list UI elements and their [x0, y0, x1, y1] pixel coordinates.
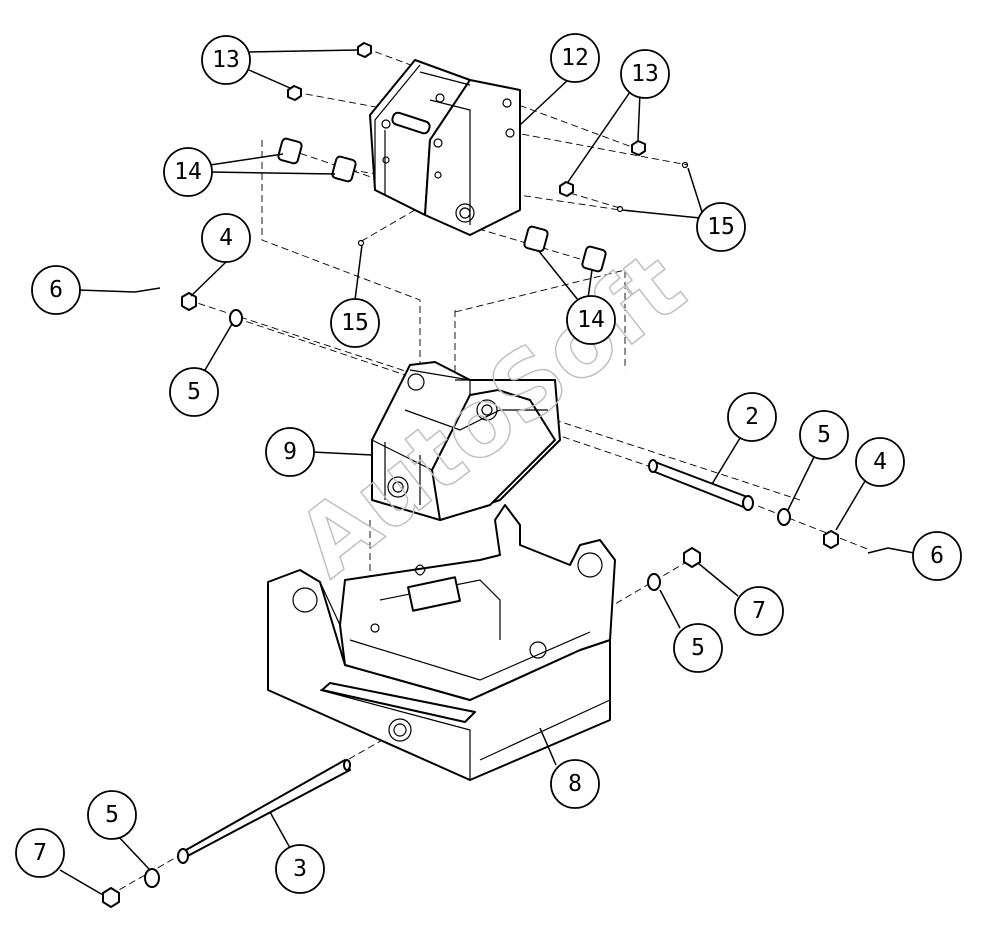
callout-3: 3	[275, 844, 325, 894]
svg-text:4: 4	[219, 225, 233, 251]
svg-text:9: 9	[283, 439, 297, 465]
callout-7a: 7	[734, 586, 784, 636]
callout-14b: 14	[566, 295, 616, 345]
callout-6b: 6	[912, 531, 962, 581]
svg-text:5: 5	[691, 635, 705, 661]
pivot-pins	[177, 459, 754, 864]
svg-text:6: 6	[930, 543, 944, 569]
svg-text:7: 7	[752, 598, 766, 624]
callout-5b: 5	[799, 410, 849, 460]
svg-text:14: 14	[577, 307, 605, 333]
callout-7b: 7	[15, 828, 65, 878]
callout-14a: 14	[163, 147, 213, 197]
callout-5a: 5	[169, 367, 219, 417]
svg-text:5: 5	[817, 422, 831, 448]
upper-mount-bracket	[369, 59, 521, 236]
svg-text:14: 14	[174, 159, 202, 185]
svg-text:7: 7	[33, 840, 47, 866]
svg-text:6: 6	[49, 277, 63, 303]
watermark-text: AutoSoft	[278, 231, 704, 597]
callout-13b: 13	[620, 49, 670, 99]
svg-text:15: 15	[707, 214, 735, 240]
callout-5c: 5	[673, 623, 723, 673]
middle-swivel-bracket	[371, 361, 561, 521]
svg-text:5: 5	[105, 802, 119, 828]
leader-lines	[59, 49, 915, 896]
callout-13a: 13	[201, 35, 251, 85]
base-frame	[267, 504, 616, 781]
callout-12: 12	[550, 33, 600, 83]
svg-text:13: 13	[631, 61, 659, 87]
callout-9: 9	[265, 427, 315, 477]
callout-4a: 4	[201, 213, 251, 263]
svg-text:12: 12	[561, 45, 589, 71]
svg-text:13: 13	[212, 47, 240, 73]
svg-text:3: 3	[293, 856, 307, 882]
callout-15a: 15	[696, 202, 746, 252]
svg-text:4: 4	[873, 449, 887, 475]
callout-15b: 15	[330, 298, 380, 348]
bushings	[277, 137, 607, 273]
callout-8: 8	[550, 759, 600, 809]
callout-5d: 5	[87, 790, 137, 840]
hardware	[102, 42, 889, 908]
svg-text:2: 2	[745, 404, 759, 430]
callout-6a: 6	[31, 265, 81, 315]
callout-4b: 4	[855, 437, 905, 487]
callout-2: 2	[727, 392, 777, 442]
svg-text:8: 8	[568, 771, 582, 797]
svg-text:5: 5	[187, 379, 201, 405]
svg-text:15: 15	[341, 310, 369, 336]
